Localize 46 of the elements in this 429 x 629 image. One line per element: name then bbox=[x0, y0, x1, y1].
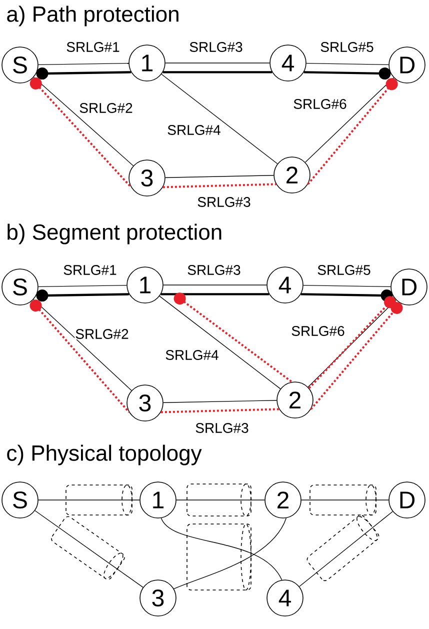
edge-label: SRLG#5 bbox=[316, 264, 372, 276]
link-line bbox=[303, 284, 391, 288]
backup-path-line bbox=[174, 292, 292, 383]
link-line bbox=[165, 175, 274, 178]
backup-path-line bbox=[30, 300, 130, 413]
link-line bbox=[163, 284, 267, 286]
panel-title: c) Physical topology bbox=[7, 444, 202, 466]
backup-path-line bbox=[30, 78, 132, 188]
edge-label: SRLG#6 bbox=[292, 98, 348, 110]
panel-title: b) Segment protection bbox=[8, 224, 222, 244]
edge-label: SRLG#6 bbox=[290, 326, 346, 336]
working-path-line bbox=[300, 290, 393, 302]
link-line bbox=[174, 518, 287, 590]
working-path-line bbox=[304, 68, 391, 80]
working-path-line bbox=[36, 290, 130, 302]
link-line bbox=[165, 62, 270, 64]
link-line bbox=[38, 62, 129, 66]
edge-label: SRLG#4 bbox=[164, 350, 220, 360]
edge-label: SRLG#3 bbox=[194, 422, 250, 434]
link-line bbox=[299, 511, 394, 587]
edge-label: SRLG#3 bbox=[188, 42, 244, 52]
link-line bbox=[33, 299, 132, 391]
edge-label: SRLG#4 bbox=[166, 124, 222, 136]
link-line bbox=[159, 296, 281, 390]
link-line bbox=[306, 62, 389, 66]
link-line bbox=[34, 510, 144, 588]
edge-label: SRLG#3 bbox=[196, 196, 252, 208]
link-line bbox=[161, 74, 278, 164]
edge-label: SRLG#1 bbox=[66, 42, 120, 52]
edge-label: SRLG#2 bbox=[78, 102, 134, 114]
link-line bbox=[163, 400, 277, 403]
backup-path-line bbox=[160, 408, 280, 414]
link-line bbox=[304, 77, 394, 163]
link-line bbox=[33, 76, 134, 166]
edge-label: SRLG#1 bbox=[62, 264, 118, 276]
link-line bbox=[160, 518, 282, 580]
backup-path-line bbox=[307, 78, 398, 185]
working-path-line bbox=[160, 293, 270, 296]
backup-path-line bbox=[162, 183, 276, 188]
panel-title: a) Path protection bbox=[7, 6, 178, 26]
edge-label: SRLG#3 bbox=[186, 264, 242, 276]
link-line bbox=[38, 284, 127, 288]
edge-label: SRLG#2 bbox=[74, 328, 130, 340]
working-path-line bbox=[36, 68, 132, 80]
edge-label: SRLG#5 bbox=[320, 42, 374, 52]
working-path-line bbox=[162, 71, 272, 74]
